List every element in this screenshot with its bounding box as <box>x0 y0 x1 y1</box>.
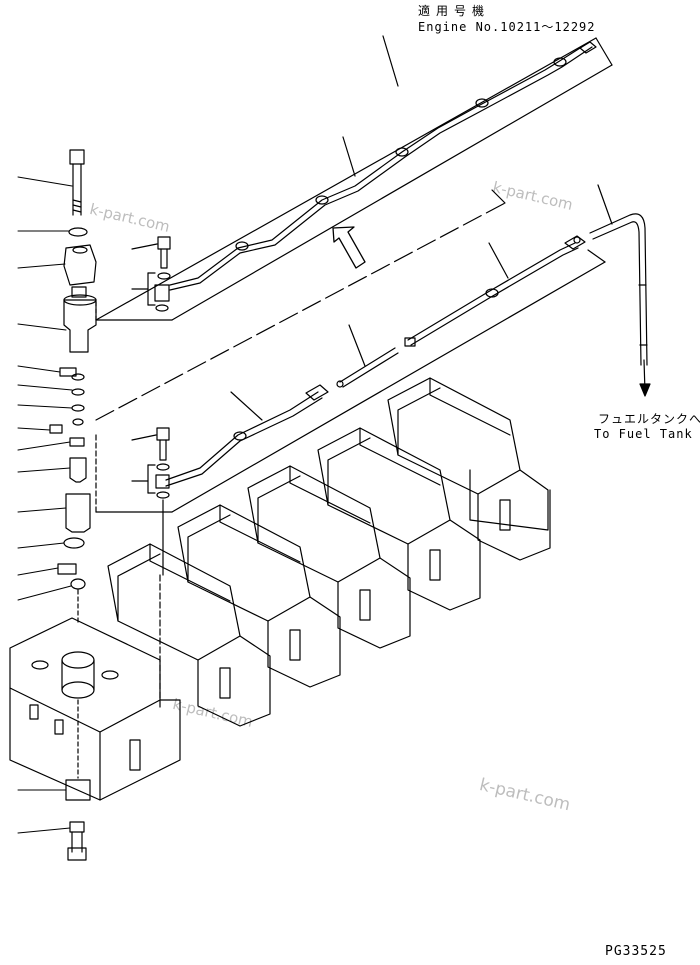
rocker-cover-6 <box>387 377 551 561</box>
injector-clamp <box>63 244 97 286</box>
injector-exploded-parts <box>49 149 97 861</box>
lower-return-pipe <box>165 235 586 487</box>
injector-body <box>63 286 97 353</box>
fuel-tank-label-jp: フュエルタンクへ <box>598 412 700 426</box>
o-ring-4 <box>72 418 84 426</box>
rocker-cover-5 <box>317 427 481 611</box>
applicable-engine-label: 適用号機 <box>418 4 491 18</box>
o-ring-2 <box>71 388 85 396</box>
upper-inset-frame <box>95 37 613 321</box>
figure-id: PG33525 <box>605 944 667 959</box>
collar <box>69 437 85 447</box>
stud-bolt <box>67 821 87 861</box>
cylinder-head-assembly <box>9 377 551 801</box>
o-ring-3 <box>71 404 85 412</box>
cylinder-head-1 <box>9 617 181 801</box>
long-bolt <box>69 149 85 216</box>
rocker-cover-3 <box>177 504 341 688</box>
o-ring-1 <box>71 373 85 381</box>
direction-arrow <box>332 226 366 269</box>
sleeve-nut <box>65 493 91 533</box>
o-ring-5 <box>63 537 85 549</box>
connector <box>69 457 87 483</box>
upper-return-pipe <box>169 41 597 291</box>
nut-1 <box>70 578 86 590</box>
fuel-tank-pipe <box>589 184 651 397</box>
pin <box>49 424 63 434</box>
left-leader-lines <box>17 176 73 834</box>
rocker-cover-4 <box>247 465 411 649</box>
washer-1 <box>68 227 88 237</box>
nut-2 <box>65 779 91 801</box>
engine-number-range: Engine No.10211～12292 <box>418 20 596 34</box>
lower-bolt-washers <box>131 427 170 711</box>
gasket <box>57 563 77 575</box>
fuel-tank-label-en: To Fuel Tank <box>594 427 693 441</box>
upper-bolt-washers <box>131 236 171 312</box>
lower-inset-frame <box>95 202 606 513</box>
rocker-cover-2 <box>107 543 271 727</box>
